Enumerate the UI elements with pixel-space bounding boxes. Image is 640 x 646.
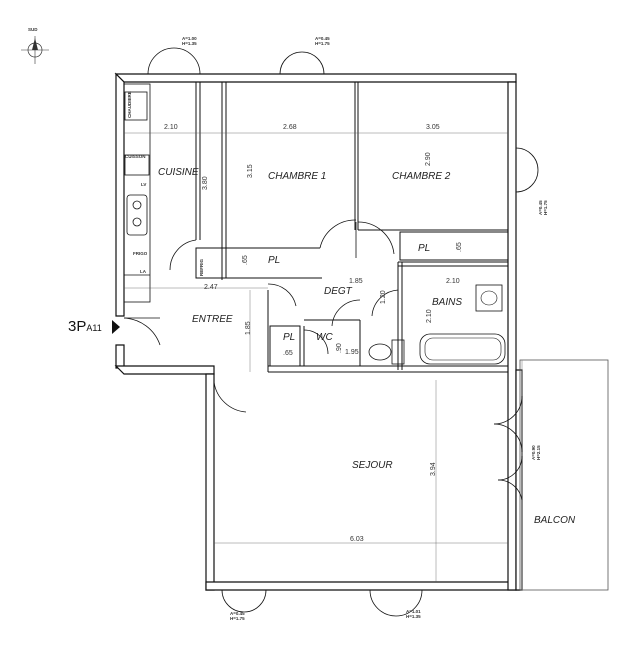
dim-degt-width: 1.85 — [349, 278, 363, 285]
window-bottom-right — [369, 589, 423, 617]
window-spec-line: H=1.35 — [406, 613, 421, 619]
room-entree: ENTREE — [192, 314, 233, 325]
label-chaudiere: CHAUDIERE — [127, 91, 132, 118]
room-chambre-2: CHAMBRE 2 — [392, 171, 451, 182]
room-pl-chambre-1: PL — [268, 255, 281, 266]
window-top-left — [147, 47, 201, 75]
interior-walls — [195, 82, 509, 373]
compass-icon — [21, 36, 49, 64]
window-spec-right-sejour: A=0.90 H=2.15 — [531, 445, 542, 460]
dim-cuisine-width: 2.10 — [164, 124, 178, 131]
dim-cuisine-height: 3.80 — [202, 176, 209, 190]
room-sejour: SEJOUR — [352, 460, 393, 471]
window-spec-bottom-right: A=1.01 H=1.35 — [406, 609, 421, 620]
label-cuisson: CUISSON — [125, 154, 146, 159]
label-frigo: FRIGO — [133, 251, 148, 256]
dim-wc-width: 1.95 — [345, 349, 359, 356]
dim-bains-height: 2.10 — [426, 309, 433, 323]
unit-prefix: 3P — [68, 318, 87, 335]
dim-pl-chambre-1: .65 — [242, 255, 249, 265]
dim-entree-width: 2.47 — [204, 284, 218, 291]
apartment-reference: 3PA11 — [68, 318, 102, 336]
window-right-ch2 — [515, 147, 539, 193]
window-spec-line: A=0.45 — [230, 611, 245, 616]
window-bottom-left — [221, 589, 267, 613]
window-spec-line: H=2.15 — [535, 445, 541, 460]
dim-chambre-2-height: 2.90 — [425, 152, 432, 166]
window-top-right — [279, 51, 325, 75]
door-swings — [123, 219, 399, 413]
dim-pl-chambre-2: .65 — [456, 242, 463, 252]
label-refrig: REFRIG — [199, 258, 204, 276]
entry-arrow-icon — [112, 320, 120, 334]
dim-chambre-2-width: 3.05 — [426, 124, 440, 131]
dim-bains-width: 2.10 — [446, 278, 460, 285]
label-la: LA — [140, 269, 146, 274]
bathtub — [419, 333, 506, 365]
window-spec-top-left: A=1.00 H=1.35 — [182, 36, 197, 47]
label-lv: LV — [141, 182, 147, 187]
exterior-walls — [114, 72, 523, 591]
dim-degt-height: 1.20 — [380, 290, 387, 304]
room-pl-chambre-2: PL — [418, 243, 431, 254]
dim-entree-height: 1.85 — [245, 321, 252, 335]
room-chambre-1: CHAMBRE 1 — [268, 171, 327, 182]
dimension-lines — [124, 132, 508, 582]
compass-label: SUD — [28, 27, 38, 32]
room-degt: DEGT — [324, 286, 352, 297]
toilet — [368, 339, 405, 365]
room-cuisine: CUISINE — [158, 167, 199, 178]
window-spec-bottom-left: A=0.45 H=1.75 — [230, 611, 245, 622]
window-spec-right-ch2: A=0.45 H=1.75 — [538, 200, 549, 215]
dim-chambre-1-width: 2.68 — [283, 124, 297, 131]
dim-sejour-width: 6.03 — [350, 536, 364, 543]
dim-sejour-height: 3.94 — [430, 462, 437, 476]
dim-pl-entree: .65 — [283, 350, 293, 357]
room-balcon: BALCON — [534, 515, 576, 526]
window-spec-line: H=1.75 — [315, 40, 330, 46]
dim-wc-height: .90 — [336, 343, 343, 353]
window-spec-line: H=1.75 — [230, 615, 245, 621]
window-spec-line: A=0.45 — [315, 36, 330, 41]
kitchen-counter — [123, 83, 151, 303]
window-spec-top-right: A=0.45 H=1.75 — [315, 36, 330, 47]
unit-suffix: A11 — [86, 323, 102, 333]
room-pl-entree: PL — [283, 332, 296, 343]
window-spec-line: A=1.00 — [182, 36, 197, 41]
window-spec-line: A=1.01 — [406, 609, 421, 614]
room-bains: BAINS — [432, 297, 463, 308]
room-wc: WC — [316, 332, 333, 343]
dim-chambre-1-height: 3.15 — [247, 164, 254, 178]
window-spec-line: H=1.35 — [182, 40, 197, 46]
window-spec-line: H=1.75 — [542, 200, 548, 215]
balcony-outline — [519, 359, 609, 591]
window-right-sejour — [493, 395, 523, 501]
bathroom-sink — [475, 284, 503, 312]
